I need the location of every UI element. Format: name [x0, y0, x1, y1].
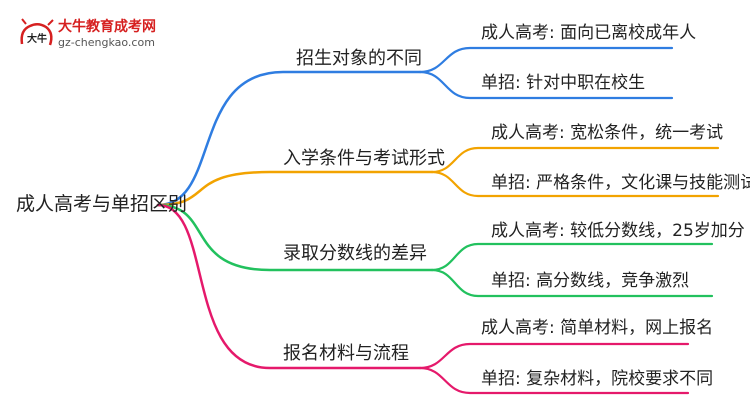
logo-title: 大牛教育成考网 [58, 19, 156, 35]
branch-connector [156, 203, 422, 370]
leaf-conditions-single-exam: 单招: 严格条件，文化课与技能测试 [491, 173, 750, 193]
leaf-connector [430, 242, 714, 272]
leaf-materials-single-exam: 单招: 复杂材料，院校要求不同 [481, 369, 714, 389]
leaf-connector [418, 342, 690, 370]
leaf-conditions-adult-exam: 成人高考: 宽松条件，统一考试 [491, 123, 724, 143]
leaf-target-adult-exam: 成人高考: 面向已离校成年人 [481, 23, 697, 43]
leaf-connector [418, 46, 674, 74]
branch-connector [156, 70, 422, 207]
leaf-connector [430, 170, 720, 198]
logo-mark-text: 大牛 [27, 32, 47, 45]
leaf-score-single-exam: 单招: 高分数线，竞争激烈 [491, 271, 690, 291]
logo-icon: 大牛 [20, 18, 54, 46]
branch-materials-process: 报名材料与流程 [283, 343, 409, 364]
branch-conditions-format: 入学条件与考试形式 [283, 148, 445, 169]
branch-connector [156, 203, 434, 272]
branch-score-lines: 录取分数线的差异 [283, 243, 427, 264]
leaf-score-adult-exam: 成人高考: 较低分数线，25岁加分 [491, 221, 745, 241]
leaf-connector [430, 268, 714, 298]
leaf-connector [418, 70, 674, 100]
root-node-label: 成人高考与单招区别 [16, 193, 188, 215]
branch-target-students: 招生对象的不同 [296, 48, 422, 69]
leaf-connector [430, 146, 720, 174]
leaf-connector [418, 366, 690, 395]
leaf-materials-adult-exam: 成人高考: 简单材料，网上报名 [481, 318, 714, 338]
branch-connector [156, 170, 434, 207]
leaf-target-single-exam: 单招: 针对中职在校生 [481, 73, 646, 93]
logo-url: gz-chengkao.com [58, 36, 155, 49]
